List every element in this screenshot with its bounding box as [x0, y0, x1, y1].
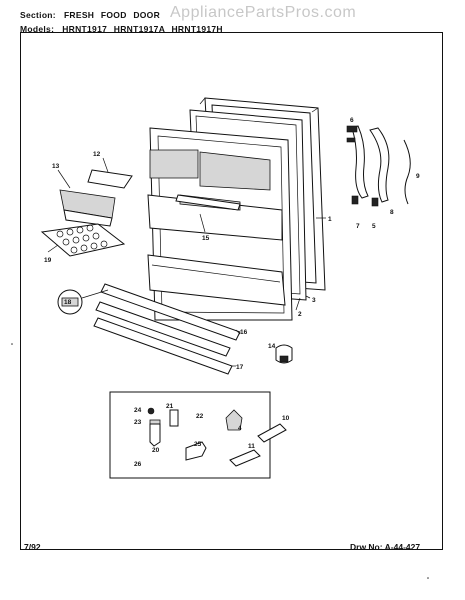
- callout-25: 25: [194, 441, 202, 448]
- diagram-frame: [20, 32, 443, 550]
- callout-23: 23: [134, 419, 142, 426]
- callout-17: 17: [236, 364, 244, 371]
- callout-8: 8: [390, 209, 394, 216]
- watermark: AppliancePartsPros.com: [170, 4, 357, 21]
- callout-9: 9: [416, 173, 420, 180]
- shelf-trims: [93, 194, 241, 375]
- callout-15: 15: [202, 235, 210, 242]
- footer-date: 7/92: [24, 542, 41, 552]
- callout-20: 20: [152, 447, 160, 454]
- callout-26: 26: [134, 461, 142, 468]
- models-label: Models:: [20, 24, 55, 34]
- callout-7: 7: [356, 223, 360, 230]
- callout-12: 12: [93, 151, 101, 158]
- callout-11: 11: [248, 443, 255, 450]
- parts-diagram-sheet: AppliancePartsPros.com Section: FRESH FOO…: [20, 4, 445, 558]
- callout-13: 13: [52, 163, 60, 170]
- callout-2: 2: [298, 311, 302, 318]
- detail-magnifier: [57, 289, 109, 315]
- callout-19: 19: [44, 257, 52, 264]
- drawing-label: Drw No:: [350, 542, 383, 552]
- egg-cups: [56, 224, 108, 254]
- callout-6: 6: [350, 117, 354, 124]
- models-value: HRNT1917 HRNT1917A HRNT1917H: [62, 24, 223, 34]
- speck-mark: [11, 343, 13, 345]
- callout-1: 1: [328, 216, 332, 223]
- door-liner: [147, 127, 293, 321]
- footer-drawing: Drw No: A-44-427: [350, 542, 420, 552]
- speck-mark: [427, 577, 429, 579]
- callout-22: 22: [196, 413, 204, 420]
- section-header: Section: FRESH FOOD DOOR: [20, 10, 160, 20]
- callout-21: 21: [166, 403, 174, 410]
- leader-lines: [47, 157, 326, 367]
- callout-16: 16: [240, 329, 248, 336]
- clip-part: [275, 344, 293, 364]
- butter-compartment: [59, 169, 133, 227]
- callout-18: 18: [64, 299, 72, 306]
- egg-tray: [40, 223, 126, 257]
- callout-24: 24: [134, 407, 142, 414]
- callout-5: 5: [372, 223, 376, 230]
- callout-10: 10: [282, 415, 290, 422]
- small-parts-right: [225, 409, 287, 467]
- section-label: Section:: [20, 10, 56, 20]
- drawing-number: A-44-427: [384, 542, 421, 552]
- models-header: Models: HRNT1917 HRNT1917A HRNT1917H: [20, 24, 223, 34]
- callout-labels: 1 2 3 4 5 6 7 8 9 10 11 12 13 14 15 16 1…: [44, 117, 420, 468]
- callout-14: 14: [268, 343, 276, 350]
- callout-4: 4: [238, 425, 242, 432]
- hinge-assembly: [346, 125, 411, 207]
- section-value: FRESH FOOD DOOR: [63, 10, 161, 20]
- callout-3: 3: [312, 297, 316, 304]
